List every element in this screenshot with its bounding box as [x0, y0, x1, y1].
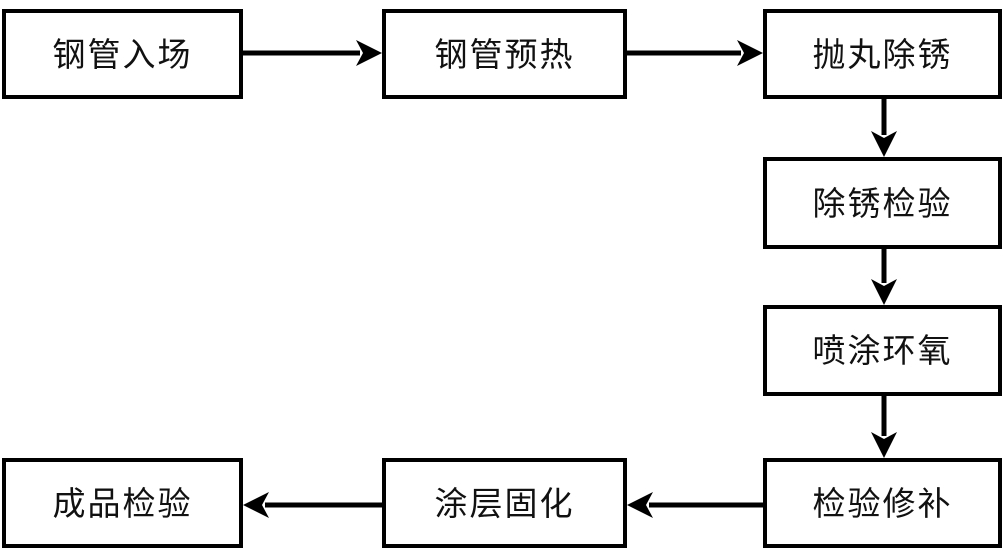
- arrow-head-icon: [243, 492, 269, 518]
- arrow-head-icon: [627, 492, 653, 518]
- process-node-label: 喷涂环氧: [812, 331, 953, 370]
- arrow-n4-to-n5: [868, 233, 900, 321]
- process-node-label: 除锈检验: [812, 183, 953, 223]
- process-node-n6[interactable]: 检验修补: [763, 458, 1002, 548]
- arrow-head-icon: [737, 40, 763, 66]
- process-node-n1[interactable]: 钢管入场: [2, 9, 243, 99]
- arrow-n3-to-n4: [868, 83, 900, 173]
- arrow-n2-to-n3: [611, 37, 779, 69]
- process-node-n2[interactable]: 钢管预热: [382, 9, 627, 99]
- process-node-label: 抛丸除锈: [812, 34, 953, 74]
- arrow-n1-to-n2: [227, 37, 398, 69]
- process-node-n4[interactable]: 除锈检验: [763, 157, 1002, 249]
- process-node-n5[interactable]: 喷涂环氧: [763, 305, 1002, 396]
- process-node-label: 成品检验: [52, 483, 193, 523]
- process-node-n3[interactable]: 抛丸除锈: [763, 9, 1002, 99]
- process-node-label: 钢管入场: [52, 34, 193, 74]
- process-node-label: 检验修补: [812, 483, 953, 523]
- arrow-head-icon: [871, 279, 897, 305]
- process-node-n7[interactable]: 涂层固化: [382, 458, 627, 548]
- process-node-n8[interactable]: 成品检验: [2, 458, 243, 548]
- arrow-n6-to-n7: [611, 489, 779, 521]
- arrow-head-icon: [871, 432, 897, 458]
- process-node-label: 钢管预热: [434, 34, 575, 74]
- arrow-head-icon: [356, 40, 382, 66]
- arrow-n7-to-n8: [227, 489, 398, 521]
- arrow-head-icon: [871, 131, 897, 157]
- arrow-n5-to-n6: [868, 380, 900, 474]
- process-node-label: 涂层固化: [434, 483, 575, 523]
